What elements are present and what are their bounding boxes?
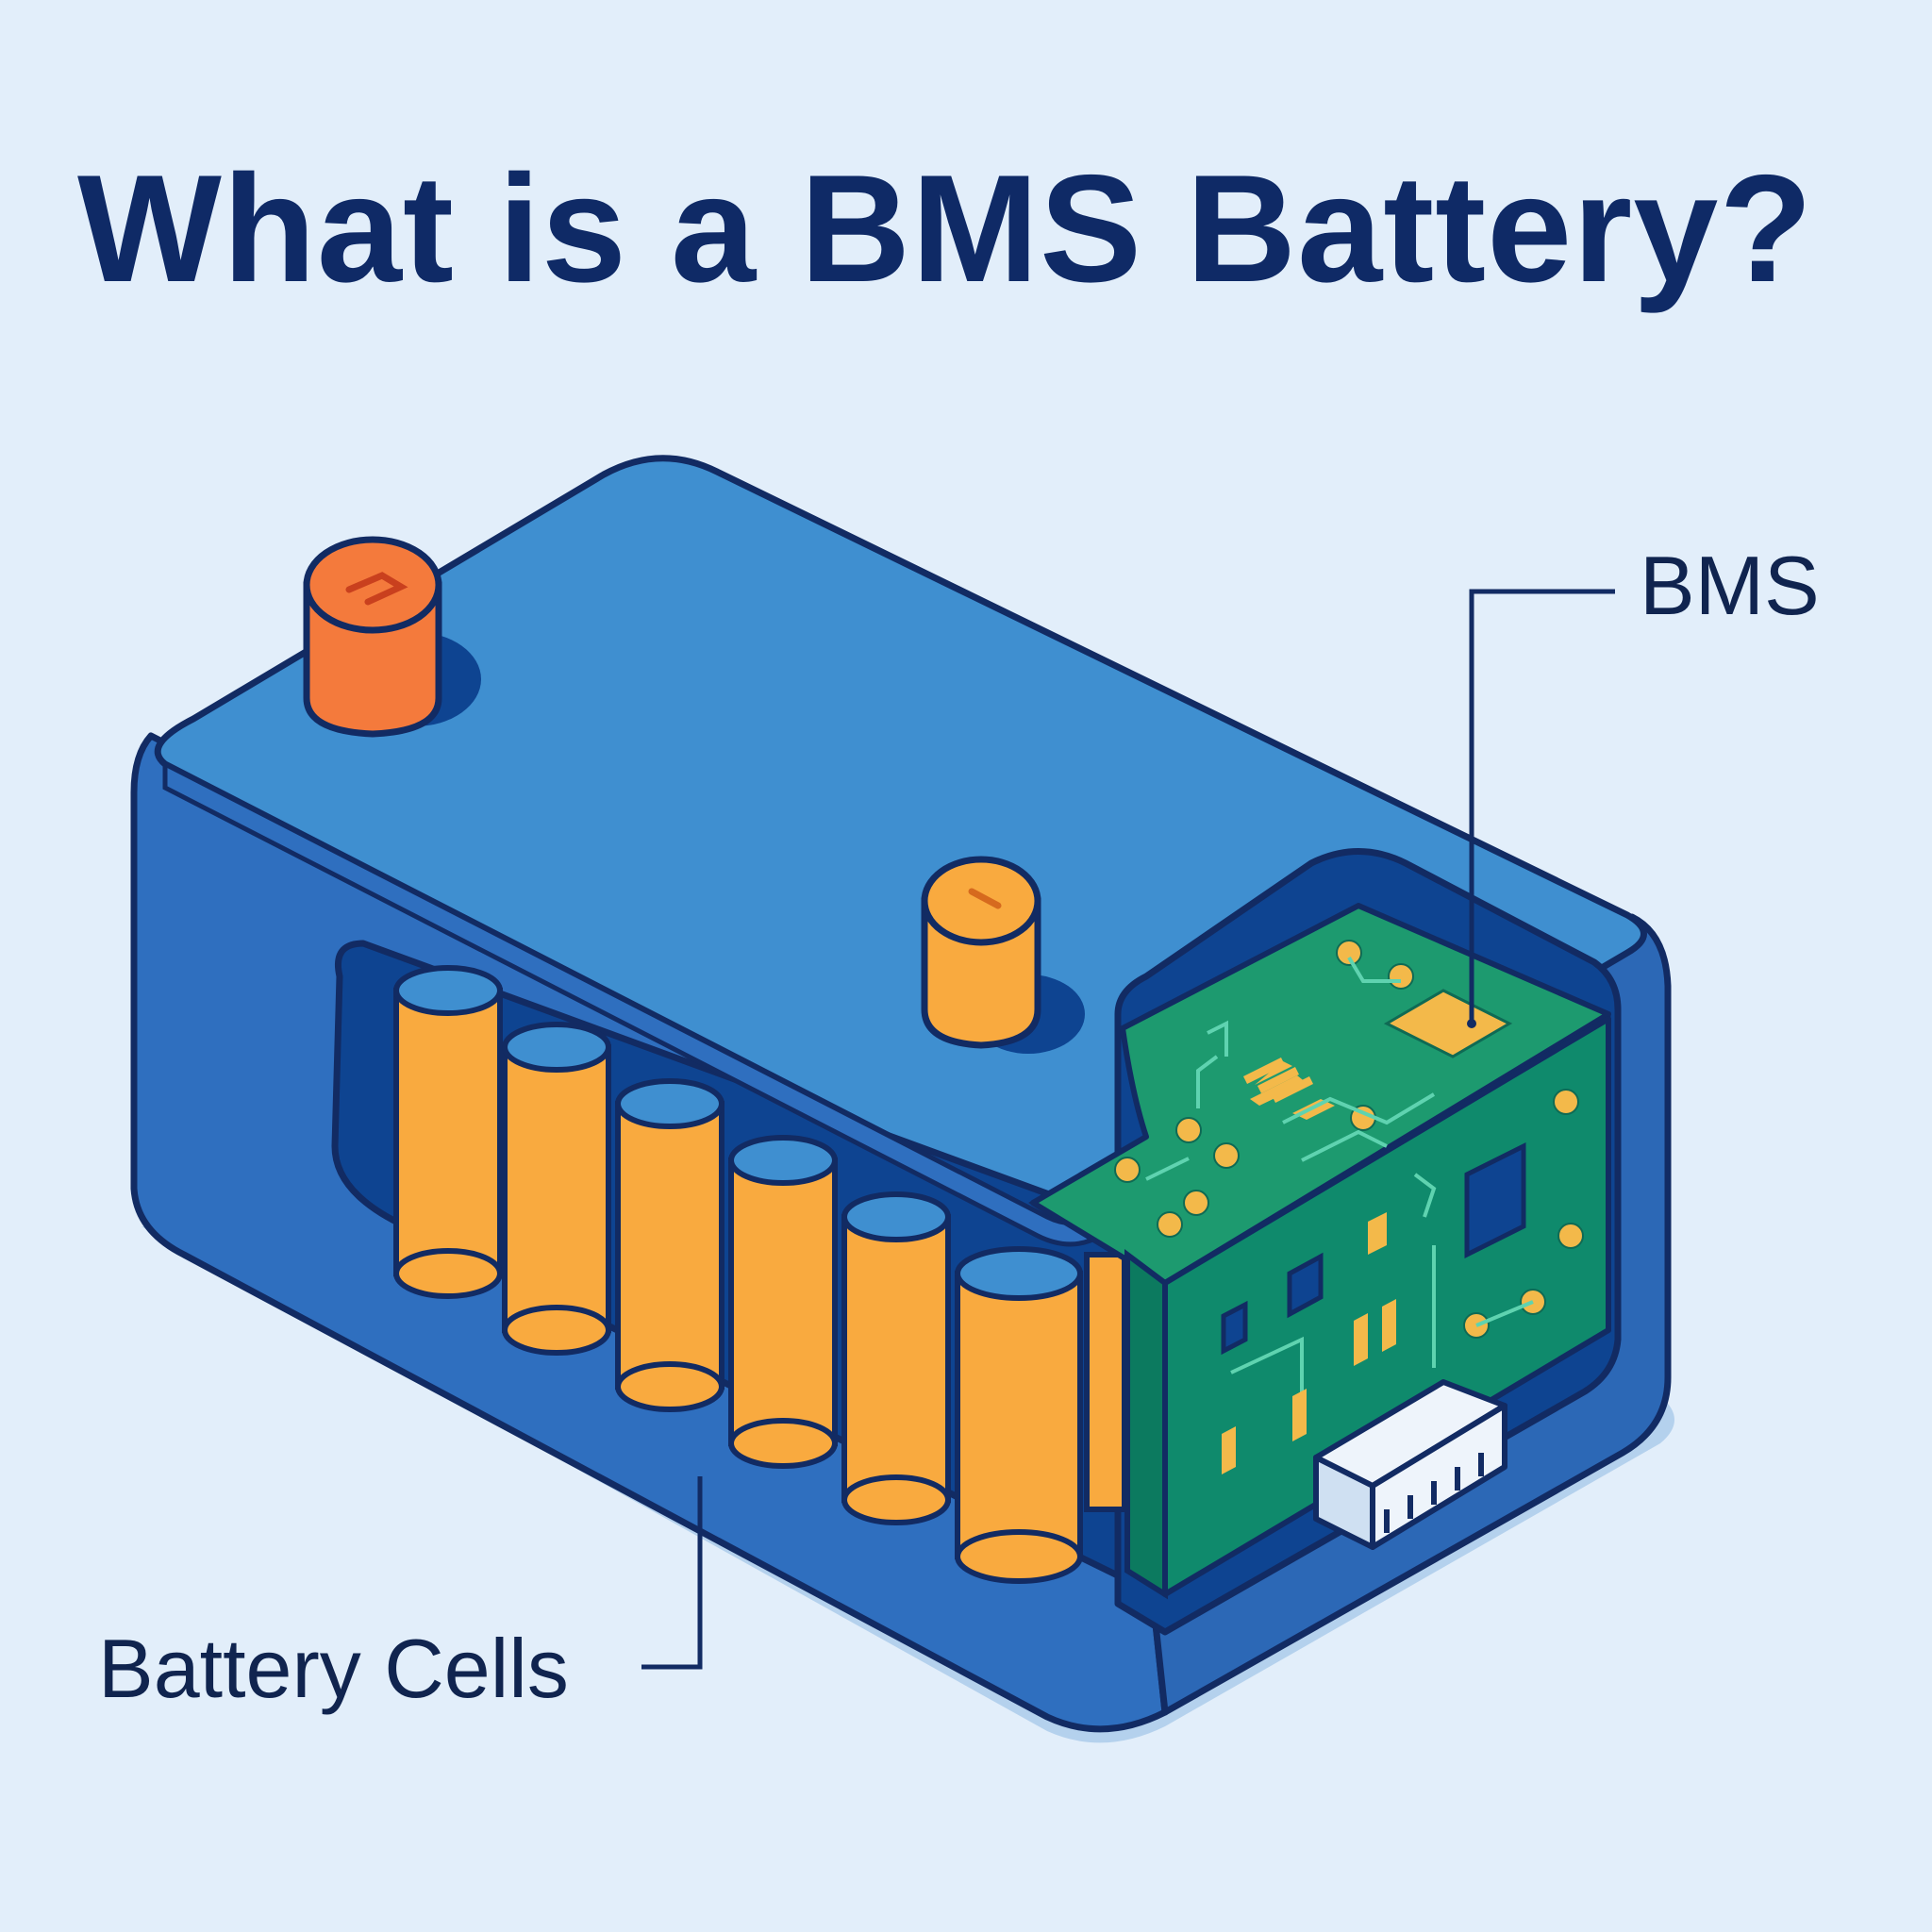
cell-5 bbox=[841, 1191, 951, 1525]
cell-7-partial bbox=[1084, 1252, 1127, 1512]
bms-board-side bbox=[1124, 1249, 1168, 1600]
bms-label: BMS bbox=[1640, 539, 1820, 632]
battery-cells-label: Battery Cells bbox=[98, 1622, 569, 1715]
page-title: What is a BMS Battery? bbox=[77, 143, 1814, 314]
circuit-board-illustration bbox=[1114, 940, 1584, 1474]
bms-leader-line bbox=[1469, 589, 1615, 1024]
cell-4 bbox=[728, 1135, 838, 1469]
connector-icon bbox=[1313, 1379, 1507, 1550]
battery-cells bbox=[393, 965, 1127, 1584]
cell-1 bbox=[393, 965, 503, 1299]
cell-2 bbox=[502, 1022, 611, 1356]
cells-leader-line bbox=[641, 1476, 703, 1670]
positive-terminal bbox=[303, 536, 481, 738]
cell-6 bbox=[955, 1246, 1083, 1584]
negative-terminal bbox=[921, 856, 1085, 1054]
cell-3 bbox=[615, 1078, 724, 1412]
